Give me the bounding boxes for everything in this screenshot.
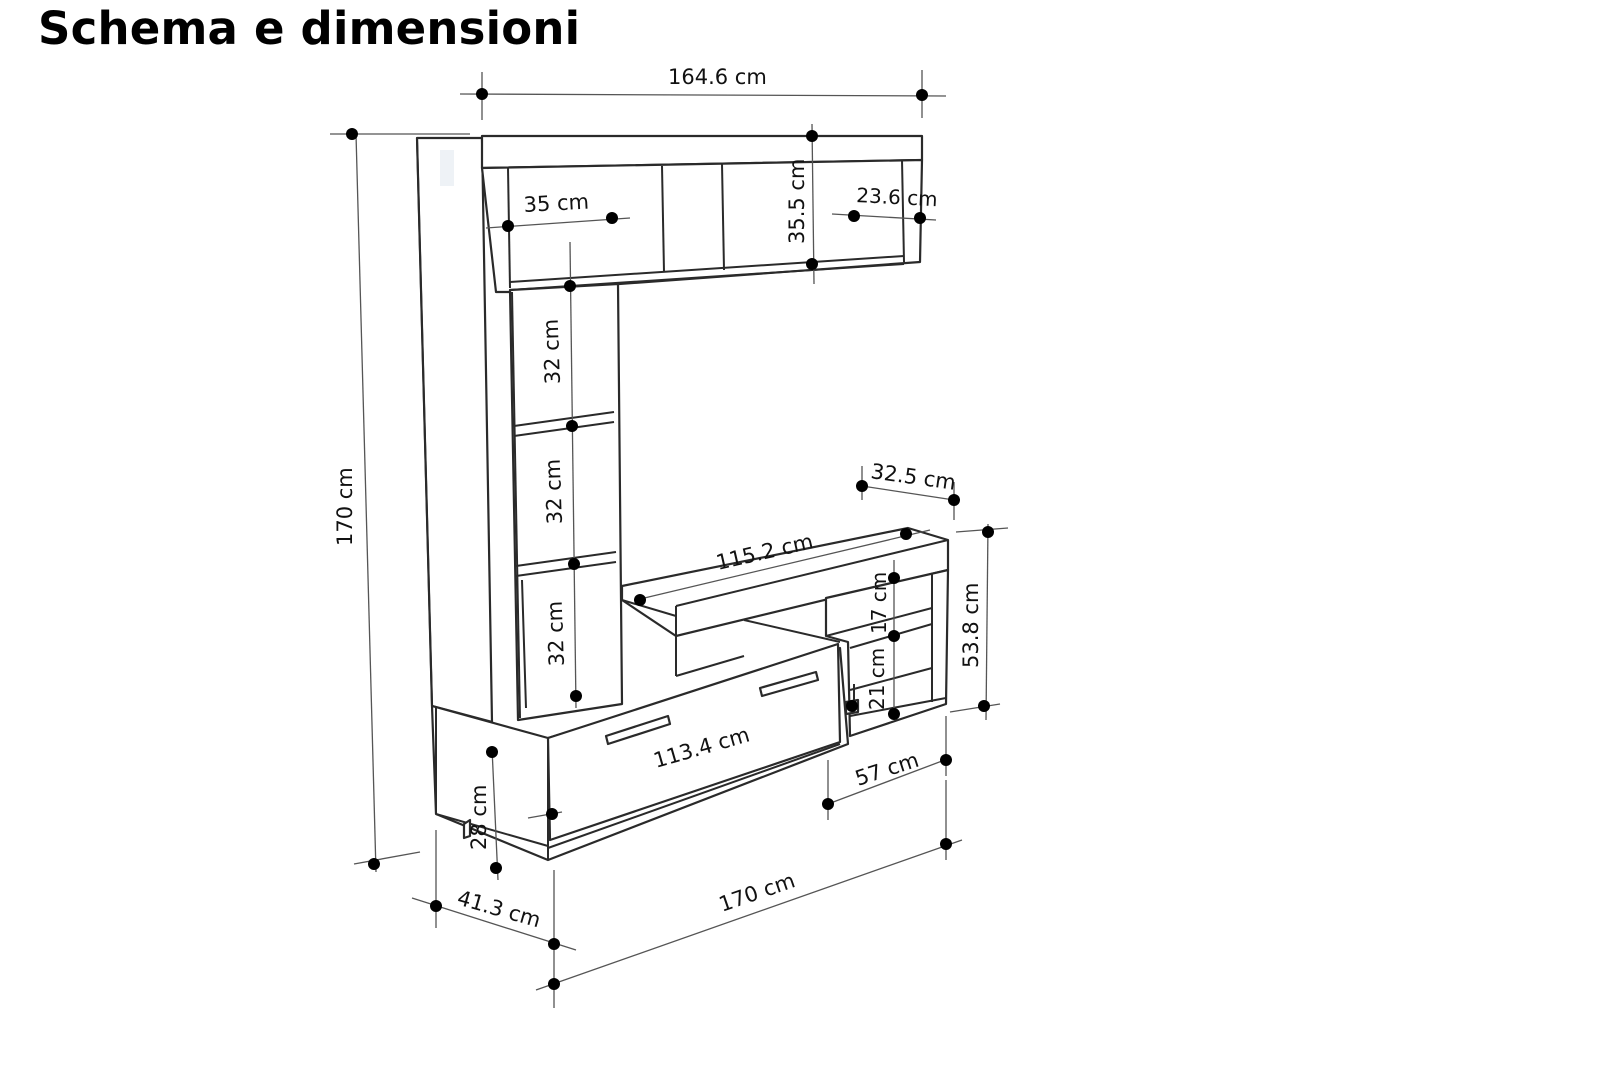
bookshelf-column [508, 282, 624, 722]
label-small-shelf-2: 21 cm [865, 648, 889, 710]
label-total-width: 170 cm [716, 868, 798, 916]
left-side-panel [415, 136, 494, 724]
dimension-dots [346, 88, 994, 990]
top-niche [480, 158, 924, 294]
label-niche-height: 35.5 cm [785, 159, 809, 244]
label-unit-height: 53.8 cm [959, 583, 983, 668]
page-title: Schema e dimensioni [38, 2, 581, 55]
label-side-width: 57 cm [852, 748, 922, 791]
label-shelf-3: 32 cm [543, 600, 569, 666]
label-niche-depth: 23.6 cm [856, 183, 939, 211]
dimension-lines [330, 70, 1009, 1008]
label-niche-width: 35 cm [523, 190, 590, 217]
label-base-height: 28 cm [467, 785, 491, 850]
label-top-width: 164.6 cm [668, 65, 767, 89]
label-shelf-2: 32 cm [541, 458, 567, 524]
label-small-shelf-1: 17 cm [867, 572, 891, 634]
label-shelf-1: 32 cm [539, 318, 565, 384]
label-total-height: 170 cm [333, 467, 357, 546]
